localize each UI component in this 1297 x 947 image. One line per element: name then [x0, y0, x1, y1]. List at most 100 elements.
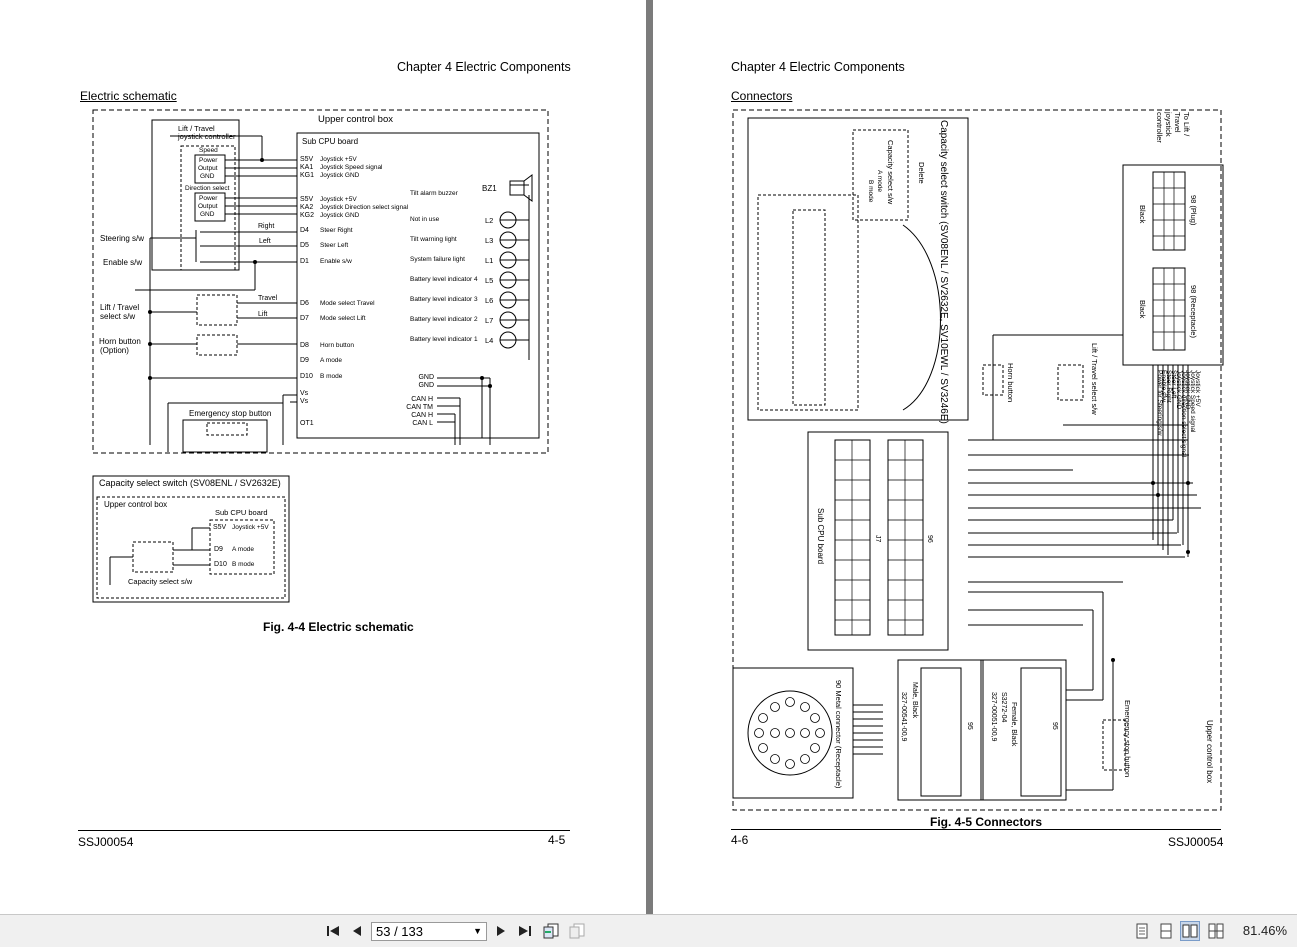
capacity-d10-desc: B mode — [232, 561, 255, 568]
male-part-rot: 327-00541-00,9 — [900, 692, 907, 742]
pin-d1: D1 — [300, 258, 309, 265]
emergency-stop-rot: Emergency stop button — [1123, 700, 1132, 778]
joystick-title-1: Lift / Travel — [178, 124, 215, 133]
electric-schematic-diagram — [92, 109, 549, 603]
footer-rule — [78, 830, 570, 831]
capacity-sw-rot: Capacity select s/w — [886, 140, 895, 205]
next-page-button[interactable] — [491, 921, 511, 941]
previous-view-icon — [543, 923, 559, 939]
capacity-sw-label: Capacity select s/w — [128, 577, 193, 586]
lift-travel-sw-rot: Lift / Travel select s/w — [1090, 343, 1099, 415]
indicator-label-1: Not in use — [410, 216, 440, 223]
last-page-icon — [519, 926, 531, 936]
c95a-label: 95 — [966, 722, 973, 730]
section-title: Electric schematic — [80, 89, 177, 103]
indicator-ref-1: L2 — [485, 216, 494, 225]
next-page-icon — [497, 926, 505, 936]
upper-control-box-label: Upper control box — [318, 114, 393, 125]
single-page-icon — [1136, 923, 1148, 939]
capacity-s5v-desc: Joystick +5V — [232, 524, 269, 531]
continuous-facing-view-button[interactable] — [1206, 921, 1226, 941]
page-number-right: 4-6 — [731, 833, 749, 847]
facing-view-button[interactable] — [1180, 921, 1200, 941]
capacity-sub-cpu-board: Sub CPU board — [215, 508, 268, 517]
chapter-header-right: Chapter 4 Electric Components — [731, 60, 905, 74]
pin-d9-desc: A mode — [320, 357, 343, 364]
doc-code: SSJ00054 — [78, 835, 134, 849]
next-view-button[interactable] — [567, 921, 587, 941]
capacity-switch-title: Capacity select switch (SV08ENL / SV2632… — [938, 120, 949, 424]
direction-select-label: Direction select — [185, 185, 230, 192]
indicator-ref-5: L6 — [485, 296, 494, 305]
single-page-view-button[interactable] — [1132, 921, 1152, 941]
indicator-label-7: Battery level indicator 1 — [410, 336, 478, 343]
previous-view-button[interactable] — [541, 921, 561, 941]
doc-code-right: SSJ00054 — [1168, 835, 1224, 849]
lift-label: Lift — [258, 311, 268, 318]
page-left: Chapter 4 Electric Components Electric s… — [0, 0, 646, 914]
indicator-ref-4: L5 — [485, 276, 494, 285]
steering-sw-label: Steering s/w — [100, 234, 145, 243]
figure-caption-right: Fig. 4-5 Connectors — [930, 815, 1043, 829]
pin-d1-desc: Enable s/w — [320, 258, 352, 265]
indicator-label-3: System failure light — [410, 256, 465, 263]
capacity-upper-control-box: Upper control box — [104, 500, 168, 509]
sub-cpu-board-label: Sub CPU board — [302, 137, 359, 146]
pin-d10: D10 — [300, 373, 313, 380]
pin-d8: D8 — [300, 342, 309, 349]
first-page-button[interactable] — [323, 921, 343, 941]
previous-page-button[interactable] — [347, 921, 367, 941]
right-label: Right — [258, 223, 275, 230]
first-page-icon — [327, 926, 339, 936]
enable-sw-label: Enable s/w — [103, 258, 143, 267]
pin-d7: D7 — [300, 315, 309, 322]
male-black-rot: Male, Black — [911, 682, 918, 719]
sub-cpu-board-rot: Sub CPU board — [816, 508, 825, 565]
tilt-alarm-buzzer-label: Tilt alarm buzzer — [410, 190, 458, 197]
section-title-right: Connectors — [731, 89, 793, 103]
capacity-d10: D10 — [214, 561, 227, 568]
pin-d5: D5 — [300, 242, 309, 249]
last-page-button[interactable] — [515, 921, 535, 941]
previous-page-icon — [353, 926, 361, 936]
horn-button-label-2: (Option) — [100, 346, 129, 355]
zoom-level[interactable]: 81.46% — [1242, 923, 1287, 938]
capacity-d9: D9 — [214, 546, 223, 553]
female-black-rot: Female, Black — [1010, 702, 1017, 747]
indicator-ref-2: L3 — [485, 236, 494, 245]
indicator-ref-7: L4 — [485, 336, 494, 345]
pin-d7-desc: Mode select Lift — [320, 315, 366, 322]
gnd-label-2: GND — [200, 211, 215, 218]
horn-button-rot: Horn button — [1006, 363, 1015, 403]
chapter-header: Chapter 4 Electric Components — [397, 60, 571, 74]
footer-rule-right — [731, 829, 1221, 830]
upper-control-box-rot: Upper control box — [1205, 720, 1214, 784]
pin-d8-desc: Horn button — [320, 342, 354, 349]
page-number-select[interactable]: 53 / 133 ▼ — [371, 922, 487, 941]
indicator-label-2: Tilt warning light — [410, 236, 457, 243]
bz1-label: BZ1 — [482, 184, 497, 193]
page-number: 4-5 — [548, 833, 566, 847]
pin-d4: D4 — [300, 227, 309, 234]
capacity-box-title: Capacity select switch (SV08ENL / SV2632… — [99, 478, 281, 488]
next-view-icon — [569, 923, 585, 939]
continuous-view-button[interactable] — [1156, 921, 1176, 941]
output-label-2: Output — [198, 203, 218, 210]
capacity-d9-desc: A mode — [232, 546, 255, 553]
pin-d9: D9 — [300, 357, 309, 364]
pin-d4-desc: Steer Right — [320, 227, 353, 234]
connectors-diagram — [732, 109, 1224, 811]
female-part-rot: 327-00051-00,9 — [990, 692, 997, 742]
to-joystick-label: To Lift / Travel joystick controller — [1155, 112, 1191, 143]
indicator-ref-6: L7 — [485, 316, 494, 325]
joystick-title-2: joystick controller — [178, 132, 236, 141]
output-label: Output — [198, 165, 218, 172]
capacity-s5v: S5V — [213, 524, 227, 531]
